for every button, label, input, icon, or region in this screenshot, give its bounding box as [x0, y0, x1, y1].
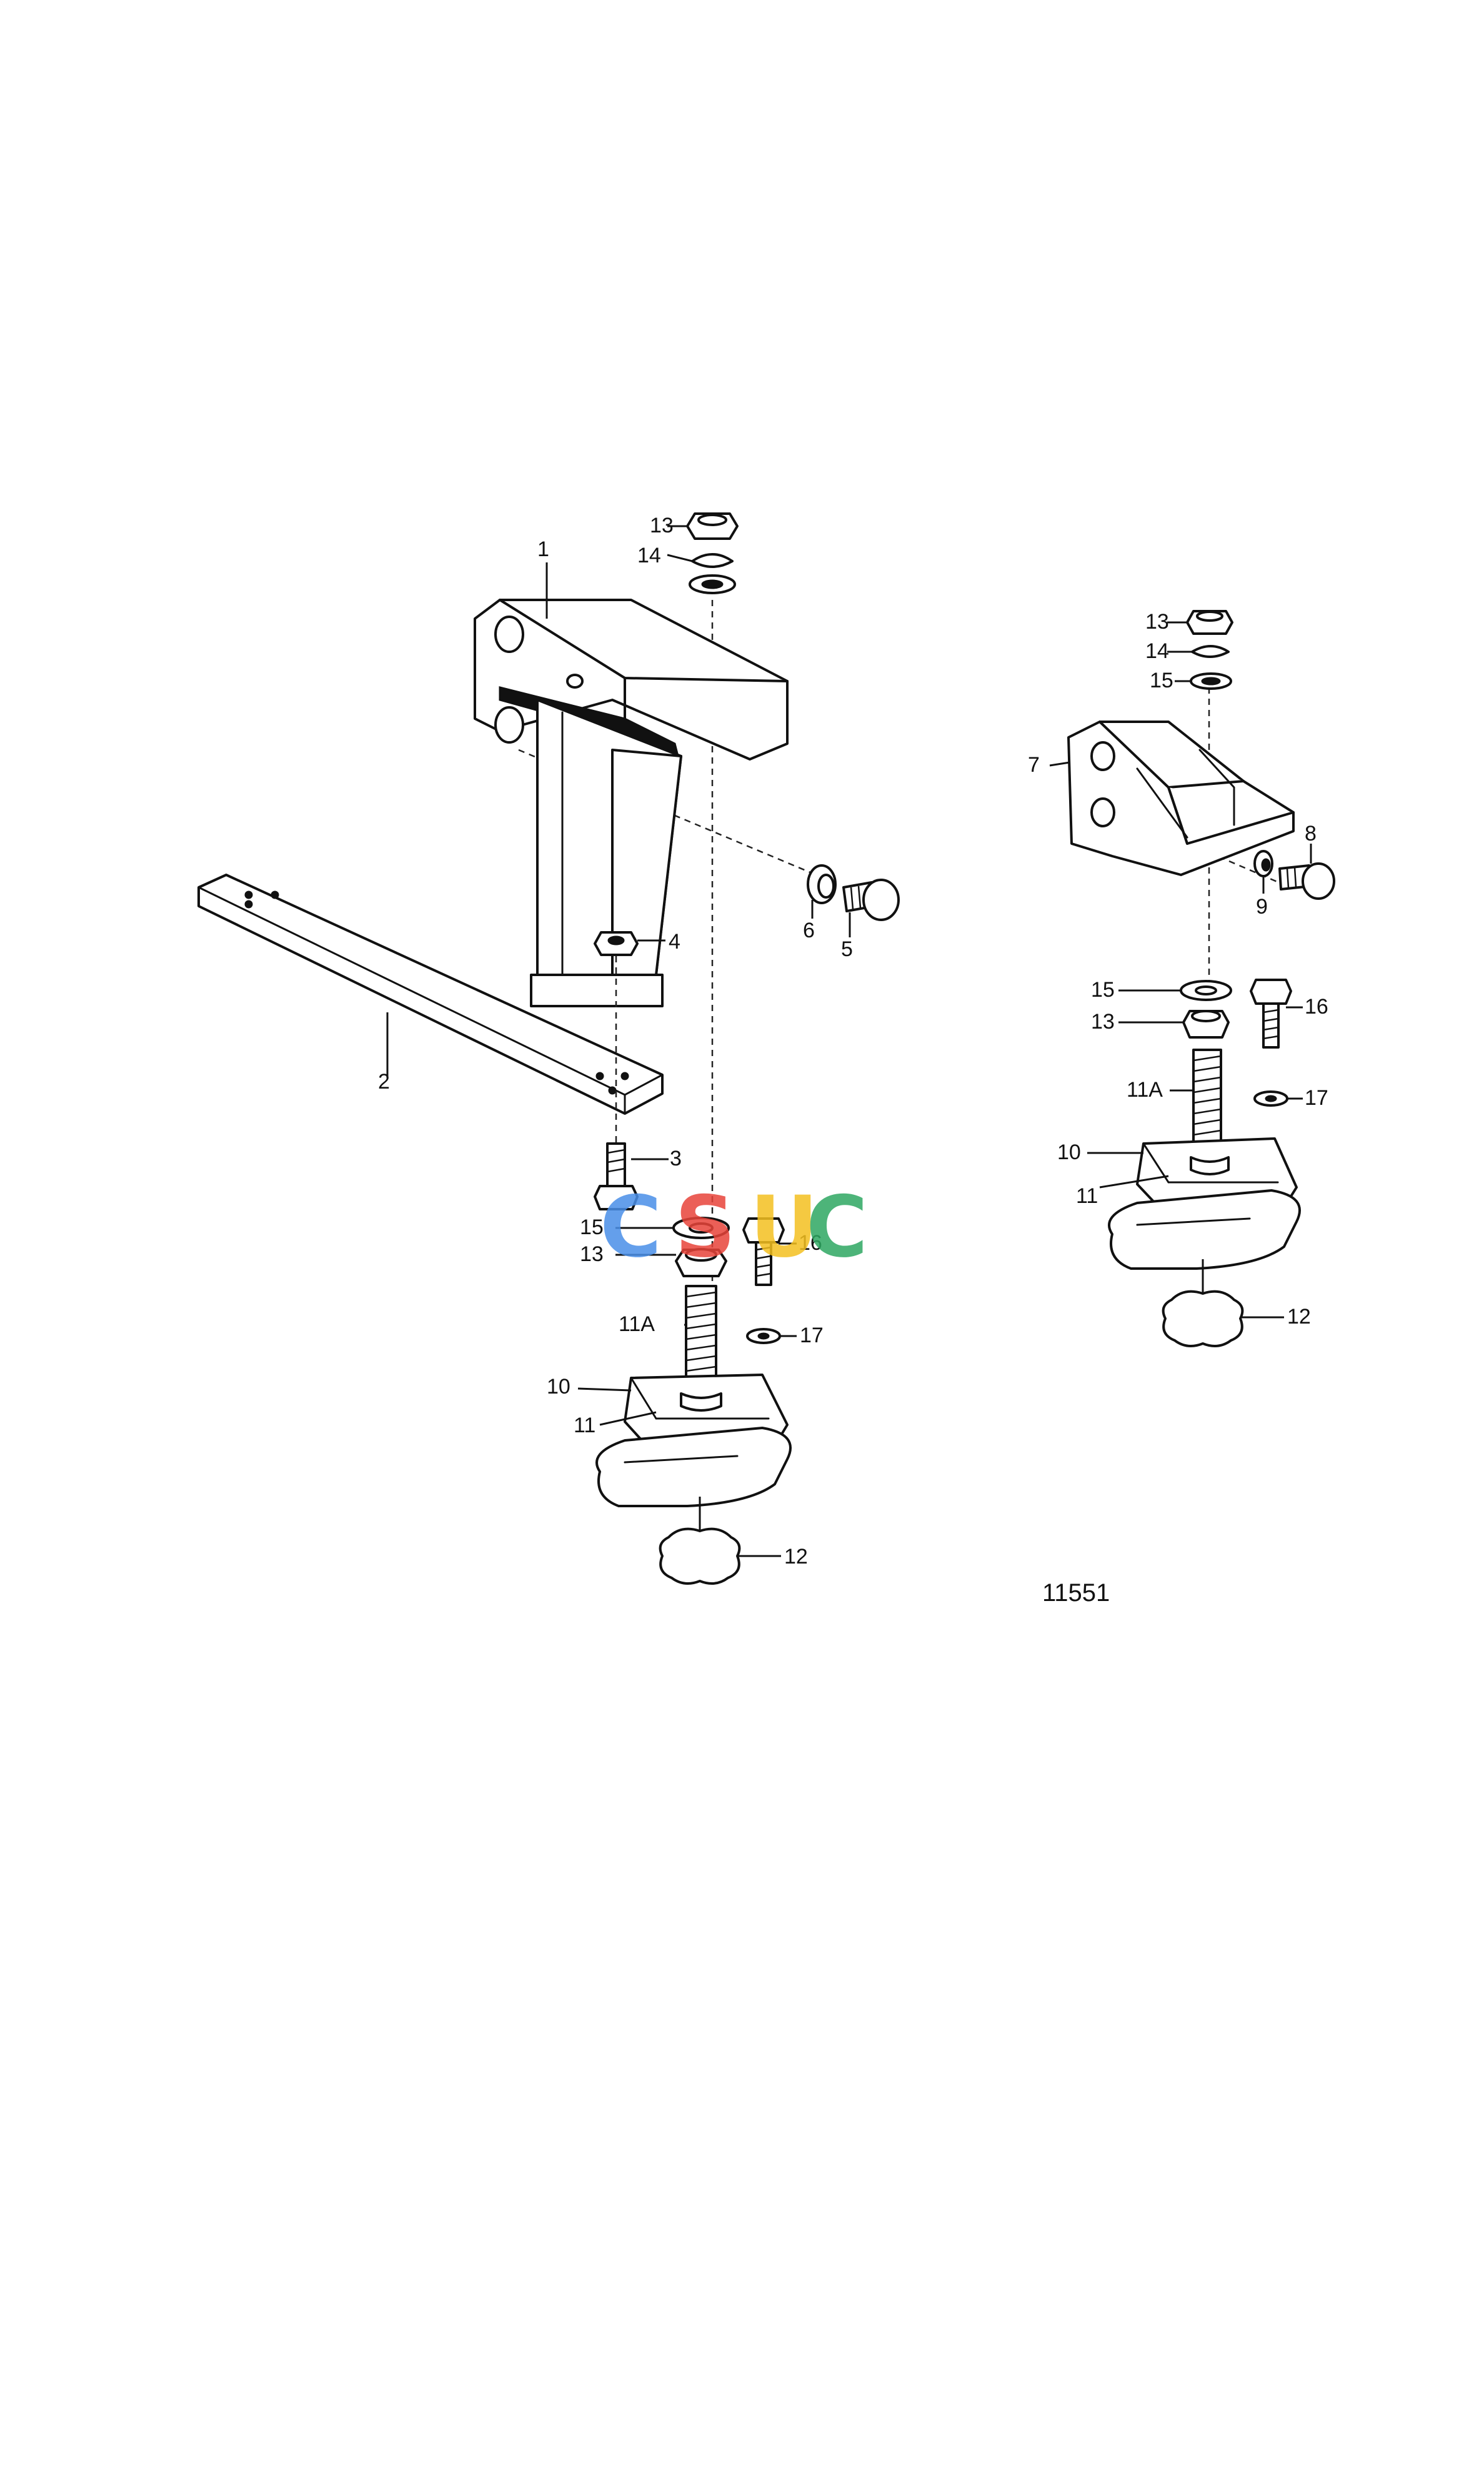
callout-10: 10	[547, 1375, 570, 1399]
left-top-lock-washer	[691, 553, 734, 568]
callout-2: 2	[378, 1070, 390, 1094]
right-callout-13-lower: 13	[1091, 1010, 1115, 1034]
left-leader-lines	[386, 525, 851, 1557]
right-side-washer	[1253, 850, 1273, 877]
right-small-bolt	[1250, 979, 1292, 1049]
right-callout-14: 14	[1145, 639, 1169, 663]
right-callout-7: 7	[1028, 753, 1040, 777]
right-top-nut	[1186, 610, 1233, 635]
callout-5: 5	[841, 937, 853, 961]
right-lower-nut	[1182, 1010, 1230, 1039]
left-lower-nut	[675, 1248, 727, 1277]
left-engine-bracket	[474, 599, 789, 1007]
right-callout-11: 11	[1076, 1184, 1098, 1208]
callout-16: 16	[799, 1231, 822, 1255]
left-rail-bolt	[594, 1142, 639, 1210]
callout-15-lower: 15	[580, 1215, 604, 1239]
right-callout-15-top: 15	[1150, 669, 1173, 692]
callout-13-top: 13	[650, 514, 674, 537]
right-assembly: 13 14 15 7 8 9 15 13 16 17 11A 10 11 12	[1028, 610, 1335, 1347]
callout-4: 4	[669, 930, 680, 954]
watermark-letter-2: S	[675, 1178, 735, 1276]
right-lower-washer	[1180, 980, 1232, 1001]
callout-11A: 11A	[619, 1312, 655, 1336]
watermark-letter-3: U	[750, 1178, 819, 1276]
callout-6: 6	[803, 919, 815, 942]
left-assembly: 13 14 1 2 3 4 5 6 15 13 16 17 11A 10 11 …	[197, 512, 900, 1585]
callout-3: 3	[670, 1147, 682, 1170]
right-side-bolt	[1278, 862, 1335, 900]
right-callout-12: 12	[1287, 1305, 1311, 1329]
right-callout-15-lower: 15	[1091, 978, 1115, 1002]
left-side-washer	[807, 864, 837, 904]
right-callout-16: 16	[1305, 995, 1328, 1019]
left-small-washer	[746, 1328, 781, 1344]
callout-14: 14	[637, 544, 661, 567]
watermark-letter-1: C	[600, 1178, 662, 1276]
right-callout-17: 17	[1305, 1086, 1328, 1110]
left-rail-nut	[594, 931, 639, 956]
right-callout-9: 9	[1256, 895, 1268, 919]
right-callout-8: 8	[1305, 822, 1317, 845]
right-leader-lines	[1049, 621, 1312, 1319]
left-rubber-mount	[595, 1374, 792, 1507]
watermark-letter-4: C	[806, 1178, 868, 1276]
right-rubber-mount	[1108, 1137, 1301, 1270]
right-top-washer	[1190, 672, 1232, 690]
right-engine-bracket	[1067, 721, 1295, 876]
callout-13-lower: 13	[580, 1242, 604, 1266]
right-adjusting-knob	[1162, 1259, 1244, 1347]
callout-17: 17	[800, 1324, 824, 1347]
left-mounting-rail	[197, 874, 664, 1115]
right-callout-10: 10	[1057, 1140, 1081, 1164]
right-threaded-stud	[1192, 1049, 1222, 1157]
left-top-nut	[686, 512, 739, 540]
left-adjusting-knob	[659, 1497, 741, 1585]
callout-1: 1	[537, 537, 549, 561]
right-callout-13-top: 13	[1145, 610, 1169, 634]
callout-12: 12	[784, 1545, 808, 1569]
watermark-logo: C S U C	[600, 1178, 868, 1276]
left-small-bolt	[742, 1217, 785, 1286]
right-top-lock-washer	[1191, 645, 1230, 658]
left-lower-washer	[672, 1217, 730, 1239]
left-top-washer	[689, 574, 736, 594]
callout-11: 11	[574, 1414, 595, 1437]
figure-number: 11551	[1042, 1579, 1110, 1607]
right-callout-11A: 11A	[1127, 1078, 1163, 1102]
right-small-washer	[1253, 1090, 1288, 1107]
left-side-bolt	[842, 879, 900, 921]
